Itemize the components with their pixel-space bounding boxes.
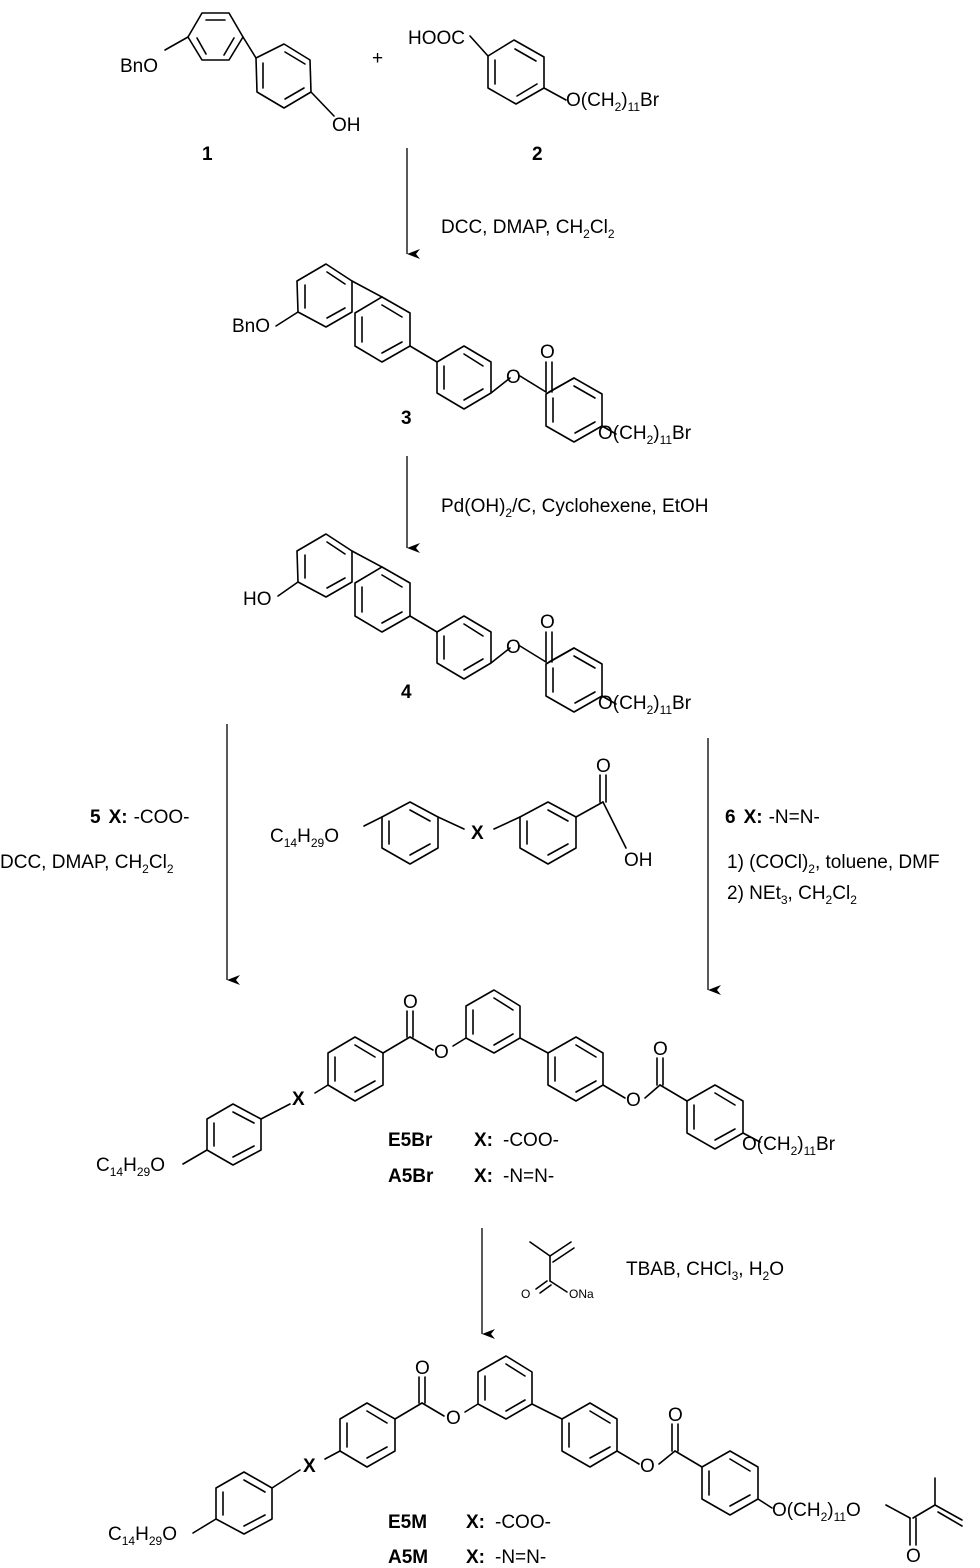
acid-oh-label: OH: [624, 850, 653, 871]
e5br-carbonyl-o-left: O: [403, 992, 418, 1013]
compound-1-number: 1: [202, 144, 213, 165]
compound-4: HO O O O(CH2)11Br 4: [243, 533, 692, 717]
step-3-conditions: DCC, DMAP, CH2Cl2: [0, 852, 174, 876]
compound-e5br-bonds: [182, 989, 761, 1166]
acid-reagent-bonds: [363, 774, 627, 865]
e5br-name: E5Br: [388, 1130, 433, 1151]
step-2-conditions: Pd(OH)2/C, Cyclohexene, EtOH: [441, 496, 709, 520]
step-1-conditions: DCC, DMAP, CH2Cl2: [441, 217, 615, 241]
compound-2-bonds: [469, 35, 567, 105]
compound-1-bno-label: BnO: [120, 56, 158, 77]
e5m-x-linker: X: [303, 1456, 316, 1477]
compound-2-number: 2: [532, 144, 543, 165]
compound-3: BnO O O O(CH2)11Br 3: [232, 263, 692, 447]
e5m-methacrylate-carbonyl-o: O: [906, 1546, 921, 1567]
e5m-ester-o-left: O: [446, 1408, 461, 1429]
compound-e5br-a5br: X C14H29O O O O O O(CH2)11Br E5Br X: -CO…: [96, 989, 836, 1187]
e5br-ester-o-right: O: [626, 1090, 641, 1111]
compound-4-chain-label: O(CH2)11Br: [598, 693, 692, 717]
e5m-carbonyl-o-left: O: [415, 1358, 430, 1379]
compound-3-number: 3: [401, 408, 412, 429]
e5br-x-value: -COO-: [503, 1130, 559, 1151]
compound-e5m-a5m: X C14H29O O O O O O(CH2)11O O E5M X: -CO…: [108, 1355, 963, 1568]
acid-carbonyl-o: O: [596, 756, 611, 777]
step-5-conditions: TBAB, CHCl3, H2O: [626, 1259, 784, 1283]
step-4-conditions-line-2: 2) NEt3, CH2Cl2: [727, 883, 857, 907]
compound-3-ester-o: O: [506, 367, 521, 388]
a5m-x-label: X:: [466, 1547, 485, 1568]
sodium-methacrylate: O ONa: [521, 1241, 594, 1301]
compound-4-carbonyl-o: O: [540, 612, 555, 633]
methacrylate-o: O: [521, 1287, 530, 1301]
e5m-name: E5M: [388, 1512, 427, 1533]
e5br-x-linker: X: [292, 1089, 305, 1110]
e5br-carbonyl-o-right: O: [653, 1039, 668, 1060]
compound-2-hooc-label: HOOC: [408, 28, 465, 49]
e5m-ester-o-right: O: [640, 1456, 655, 1477]
e5m-chain-label: O(CH2)11O: [772, 1500, 861, 1524]
compound-2-chain-label: O(CH2)11Br: [566, 90, 660, 114]
e5m-x-label: X:: [466, 1512, 485, 1533]
a5br-name: A5Br: [388, 1166, 434, 1187]
e5br-chain-label: O(CH2)11Br: [742, 1134, 836, 1158]
e5m-carbonyl-o-right: O: [668, 1405, 683, 1426]
a5m-x-value: -N=N-: [495, 1547, 546, 1568]
compound-4-ester-o: O: [506, 637, 521, 658]
compound-e5m-bonds: [192, 1355, 963, 1546]
acid-alkyl-label: C14H29O: [270, 826, 339, 850]
plus-sign: +: [372, 48, 383, 69]
e5m-x-value: -COO-: [495, 1512, 551, 1533]
sodium-methacrylate-bonds: [529, 1241, 575, 1294]
step-4-conditions-line-1: 1) (COCl)2, toluene, DMF: [727, 852, 940, 876]
e5m-alkyl-label: C14H29O: [108, 1524, 177, 1548]
compound-3-bonds: [275, 263, 617, 443]
e5br-ester-o-left: O: [434, 1042, 449, 1063]
e5br-x-label: X:: [474, 1130, 493, 1151]
compound-3-carbonyl-o: O: [540, 342, 555, 363]
compound-4-number: 4: [401, 682, 412, 703]
compound-2: HOOC O(CH2)11Br 2: [408, 28, 660, 165]
a5m-name: A5M: [388, 1547, 428, 1568]
compound-1: BnO OH 1: [120, 12, 361, 165]
a5br-x-value: -N=N-: [503, 1166, 554, 1187]
e5br-alkyl-label: C14H29O: [96, 1155, 165, 1179]
acid-reagent-5-6: C14H29O X O OH: [270, 756, 653, 871]
compound-3-bno-label: BnO: [232, 316, 270, 337]
compound-1-oh-label: OH: [332, 115, 361, 136]
compound-3-chain-label: O(CH2)11Br: [598, 423, 692, 447]
methacrylate-ona: ONa: [569, 1287, 594, 1301]
compound-4-ho-label: HO: [243, 589, 272, 610]
compound-1-bonds: [164, 12, 335, 117]
acid-x-linker: X: [471, 823, 484, 844]
a5br-x-label: X:: [474, 1166, 493, 1187]
compound-4-bonds: [277, 533, 617, 713]
